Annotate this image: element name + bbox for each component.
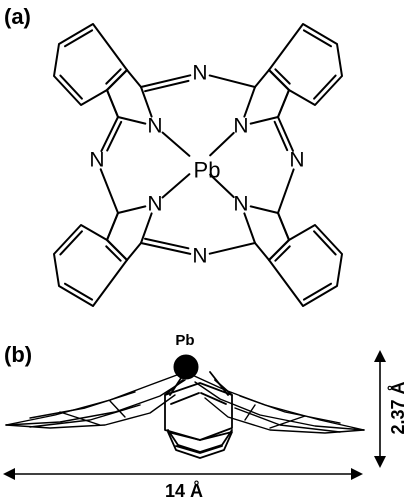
bridge-bond-b [208,242,256,255]
coordination-bond-br [209,173,235,199]
front-five-ring [164,382,233,441]
aza-bridge-right [273,116,295,214]
bond-alpha2-beta2 [254,69,270,88]
front-benzene-upper [167,429,233,453]
bridge-bond-a [277,116,294,152]
right-wing-cross1 [269,415,306,429]
right-wing-upper [189,373,365,431]
benzene-double-2 [59,74,83,100]
bridge-bond-a [140,74,192,88]
aza-bridge-left [99,116,123,214]
bridge-bond-a [100,116,119,153]
front-benzene-ring [167,431,233,459]
right-wing-inner1 [239,395,341,424]
benzene-ring [268,224,343,307]
bond-n-alpha2 [140,212,153,244]
bond-alpha2-beta2 [254,242,270,261]
front-ring-inner-2 [200,392,227,405]
side-view-pb-label: Pb [175,332,194,349]
bridge-bond-a-second [273,120,289,152]
aza-bridge-top [140,74,256,93]
front-benzene-inner [175,445,223,454]
coordination-bond-bl [161,173,191,199]
benzene-double-1 [63,29,94,48]
pyrrole-n-top-left: N [147,115,162,138]
bridge-bond-a-second [106,120,123,152]
pyrrole-n-bottom-left: N [147,193,162,216]
isoindole-unit-tr [209,23,343,157]
bridge-n-left: N [89,149,104,172]
benzene-double-2 [59,230,83,256]
bridge-bond-a [140,242,192,255]
width-dimension-arrow [3,468,363,480]
pyrrole-n-bottom-right: N [233,193,248,216]
pb-atom-label: Pb [194,158,221,183]
bond-n-alpha2 [140,86,153,118]
bridge-bond-a-second [144,79,190,93]
bond-n-alpha1 [117,116,147,125]
bridge-bond-b [208,74,256,88]
height-dimension-arrow [374,350,386,468]
benzene-ring [268,23,343,106]
pyrrole-ghost [277,89,291,119]
bridge-n-bottom: N [192,245,207,268]
benzene-ring [53,23,128,106]
bridge-bond-b [99,168,119,214]
bridge-bond-b [277,168,295,214]
width-dimension-label: 14 Å [165,481,203,501]
pyrrole-ghost [105,211,119,241]
benzene-double-3 [274,245,291,262]
height-dimension-label: 2.37 Å [388,381,408,434]
metal-link-right [209,371,229,396]
benzene-double-1 [63,282,94,301]
left-wing-inner1 [29,391,136,419]
left-wing-inner2 [29,404,141,428]
panel-a-label: (a) [4,4,31,29]
aza-bridge-bottom [140,237,256,255]
side-view-wings [5,371,365,434]
coordination-bond-tr [209,131,235,157]
pyrrole-ghost [277,211,291,241]
bond-alpha2-beta2 [126,242,142,261]
bond-n-alpha2 [243,212,256,244]
bond-alpha2-beta2 [126,69,142,88]
isoindole-unit-br [209,173,343,307]
benzene-ring [53,224,128,307]
bridge-n-right: N [289,149,304,172]
benzene-double-1 [302,282,333,301]
left-wing-cross2 [109,400,126,418]
left-wing-cross1 [59,411,101,426]
bond-n-alpha1 [117,205,147,214]
benzene-double-1 [302,29,333,48]
right-wing-mid [194,381,365,431]
side-view-structure [5,354,365,459]
benzene-double-2 [313,230,337,256]
benzene-double-3 [105,245,122,262]
right-wing-cross2 [244,404,256,421]
bond-n-alpha1 [249,116,279,125]
phthalocyanine-structure [53,23,343,307]
coordination-bond-tl [161,131,191,157]
panel-b-label: (b) [4,342,32,367]
isoindole-unit-tl [53,23,191,157]
benzene-double-3 [105,68,122,85]
bond-n-alpha2 [243,86,256,118]
bridge-bond-a-second [144,237,190,250]
side-view-front-ring [164,371,233,459]
bridge-n-top: N [192,62,207,85]
benzene-double-2 [313,74,337,100]
pyrrole-ghost [105,89,119,119]
benzene-double-3 [274,68,291,85]
pb-atom-ball [173,354,199,380]
isoindole-unit-bl [53,173,191,307]
front-ring-inner-1 [170,392,200,405]
pyrrole-n-top-right: N [233,115,248,138]
bond-n-alpha1 [249,205,279,214]
